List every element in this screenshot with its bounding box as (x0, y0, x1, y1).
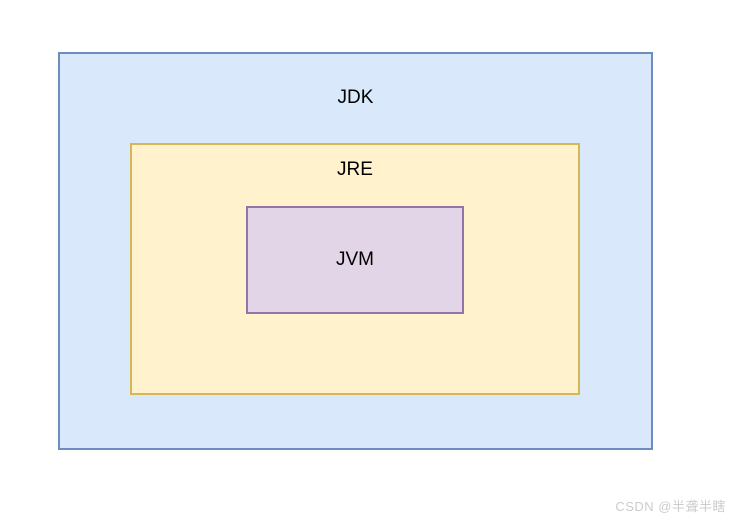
watermark-text: CSDN @半聋半瞎 (615, 499, 726, 514)
jre-box: JRE JVM (130, 143, 580, 395)
jdk-box: JDK JRE JVM (58, 52, 653, 450)
jvm-label: JVM (336, 249, 374, 270)
jdk-label: JDK (337, 87, 374, 108)
jre-label: JRE (337, 159, 373, 180)
jvm-box: JVM (246, 206, 464, 314)
